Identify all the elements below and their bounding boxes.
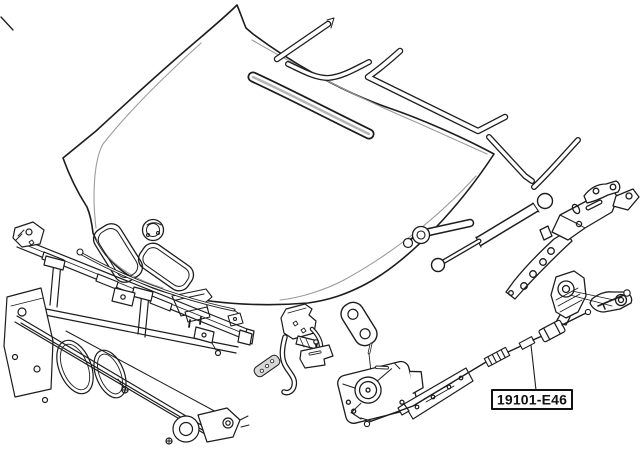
frame-corner-tick <box>0 16 14 31</box>
hood-seal-strips <box>247 17 581 190</box>
front-support-panel <box>3 221 255 445</box>
seal-strip-side-left <box>486 134 535 184</box>
hood-panel <box>62 4 495 306</box>
hood-latch <box>337 360 424 424</box>
latch-striker <box>340 301 378 382</box>
part-number-box <box>491 389 573 410</box>
seal-strip-wavy <box>285 59 372 81</box>
part-number-label: 19101-E46 <box>497 392 567 408</box>
gas-strut <box>430 192 554 273</box>
callout-leader-line <box>530 344 537 391</box>
catch-shim-plate <box>253 354 281 378</box>
bmw-roundel-emblem <box>141 218 165 242</box>
hood-crease-front <box>279 175 477 301</box>
hood-crease-rear <box>251 39 488 155</box>
hood-hinge-upper <box>505 180 640 300</box>
seal-strip-small <box>273 17 335 63</box>
safety-catch <box>253 303 334 396</box>
hood-hinge-lower <box>550 270 633 326</box>
seal-strip-long <box>364 47 509 135</box>
hood-prop-rod <box>402 218 475 249</box>
hood-release-rod <box>76 248 239 314</box>
hood-crease-left <box>93 42 202 229</box>
part-callout[interactable]: 19101-E46 <box>491 344 573 410</box>
seal-strip-side-right <box>531 137 581 190</box>
seal-strip-wide <box>247 71 375 140</box>
release-cable <box>363 289 631 428</box>
